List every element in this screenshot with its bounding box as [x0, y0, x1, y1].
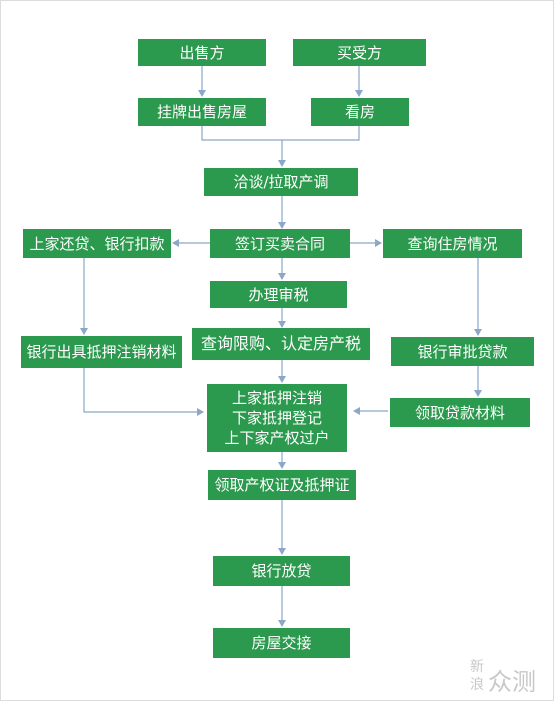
node-check-housing: 查询住房情况: [383, 229, 522, 258]
transfer-line-2: 下家抵押登记: [231, 409, 322, 427]
node-bank-loan-approval: 银行审批贷款: [391, 337, 534, 366]
watermark-char-2: 浪: [470, 677, 484, 693]
node-list-property: 挂牌出售房屋: [138, 98, 266, 126]
node-transfer: 上家抵押注销 下家抵押登记 上下家产权过户: [207, 384, 347, 452]
node-collect-certificates: 领取产权证及抵押证: [208, 470, 356, 500]
node-collect-loan-docs: 领取贷款材料: [390, 398, 530, 427]
connector-release-transfer: [83, 368, 204, 416]
node-bank-release-docs: 银行出具抵押注销材料: [21, 336, 182, 368]
connector-view-merge: [282, 126, 360, 141]
node-negotiate: 洽谈/拉取产调: [204, 168, 358, 196]
watermark-char-3: 众测: [488, 668, 536, 696]
watermark-char-1: 新: [470, 659, 484, 675]
node-handle-tax: 办理审税: [210, 281, 347, 308]
node-handover: 房屋交接: [213, 628, 350, 658]
transfer-line-1: 上家抵押注销: [231, 389, 322, 407]
node-seller: 出售方: [138, 39, 266, 66]
node-bank-disburse: 银行放贷: [213, 556, 350, 586]
node-check-purchase-limit: 查询限购、认定房产税: [192, 328, 370, 360]
connector-list-merge: [201, 126, 282, 141]
node-buyer: 买受方: [293, 39, 426, 66]
node-sign-contract: 签订买卖合同: [210, 229, 350, 258]
transfer-line-3: 上下家产权过户: [224, 429, 330, 447]
node-view-property: 看房: [311, 98, 409, 126]
watermark: 新 浪 众测: [470, 656, 550, 698]
node-repay-loan: 上家还贷、银行扣款: [23, 229, 171, 258]
